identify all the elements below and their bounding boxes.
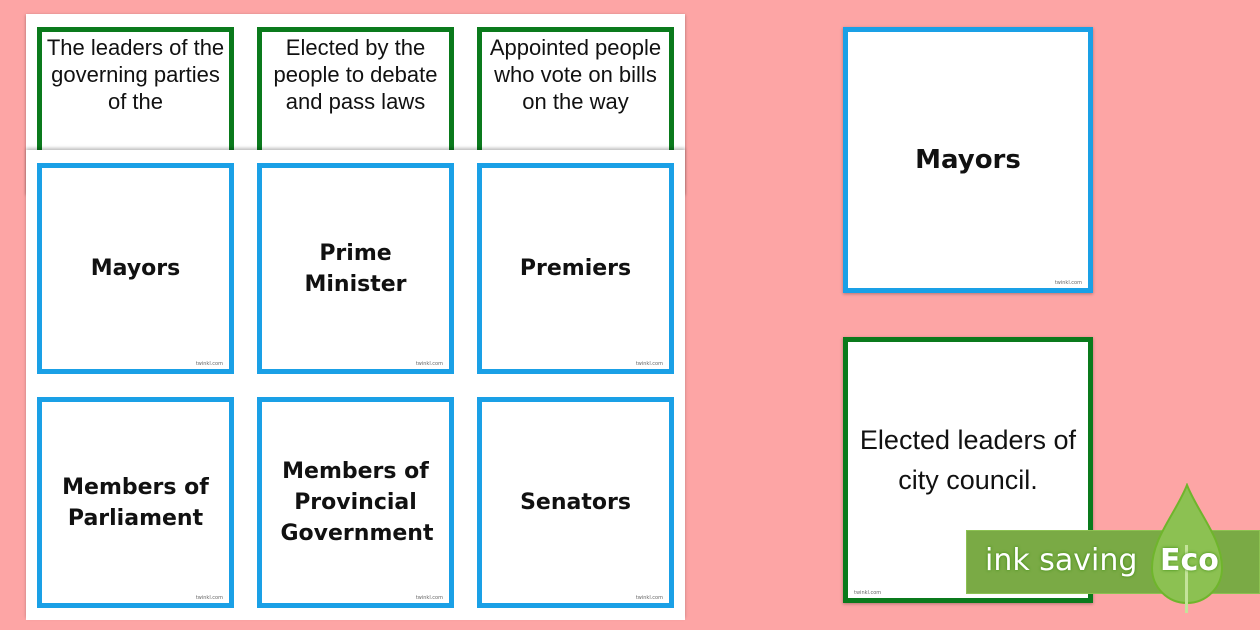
definition-sheet: The leaders of the governing parties of … — [26, 14, 685, 194]
eco-label: Eco — [1160, 543, 1219, 578]
definition-card[interactable]: The leaders of the governing parties of … — [37, 27, 234, 194]
eco-leaf-icon — [1150, 483, 1224, 613]
